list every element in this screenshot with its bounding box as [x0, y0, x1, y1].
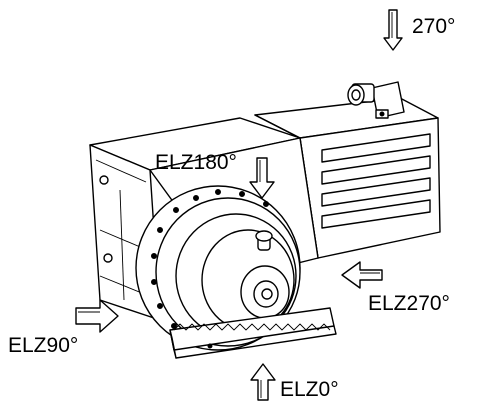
motor-connector [347, 81, 405, 119]
label-elz0: ELZ0° [280, 378, 339, 401]
label-270: 270° [412, 15, 456, 38]
arrow-left-icon [341, 261, 383, 289]
arrow-down-icon [249, 157, 275, 199]
label-elz180: ELZ180° [155, 151, 237, 174]
arrow-right-icon [75, 299, 119, 333]
label-elz270: ELZ270° [368, 292, 450, 315]
gear-rack [169, 307, 337, 359]
arrow-up-icon [250, 363, 276, 401]
label-elz90: ELZ90° [8, 334, 79, 357]
arrow-down-icon [383, 9, 403, 51]
planetary-flange [135, 185, 301, 351]
